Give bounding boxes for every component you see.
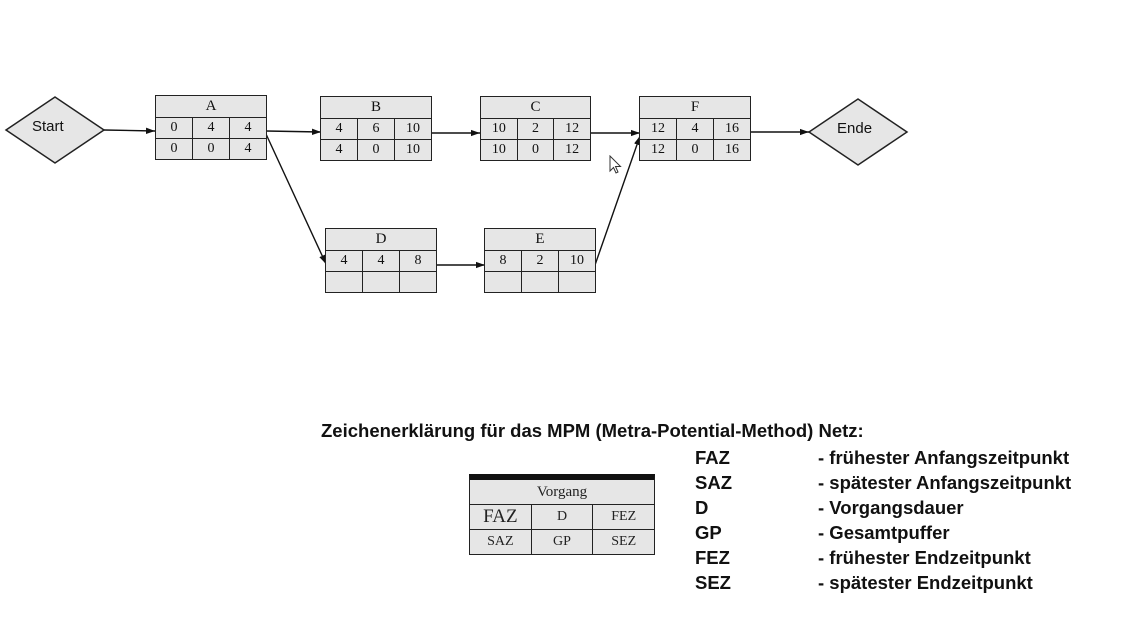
node-name: C xyxy=(481,97,590,119)
sez-cell: 12 xyxy=(553,140,590,160)
faz-cell: 12 xyxy=(651,121,665,136)
d-cell: 4 xyxy=(676,119,713,139)
gp-cell xyxy=(362,272,399,292)
d-cell: 4 xyxy=(362,251,399,271)
legend-faz-cell: FAZ xyxy=(483,506,518,527)
legend-desc: - frühester Anfangszeitpunkt xyxy=(818,447,1070,468)
fez-cell: 12 xyxy=(553,119,590,139)
legend-sez-cell: SEZ xyxy=(592,530,654,554)
faz-cell: 4 xyxy=(340,253,348,268)
end-label: Ende xyxy=(837,120,873,137)
legend-desc: - frühester Endzeitpunkt xyxy=(818,547,1031,568)
legend-desc: - Vorgangsdauer xyxy=(818,497,964,518)
legend-node-name: Vorgang xyxy=(470,480,654,505)
legend-abbr: FEZ xyxy=(695,547,730,568)
legend-d-cell: D xyxy=(530,505,593,529)
node-name: D xyxy=(326,229,436,251)
fez-cell: 16 xyxy=(713,119,750,139)
legend-title: Zeichenerklärung für das MPM (Metra-Pote… xyxy=(321,420,864,441)
gp-cell: 0 xyxy=(192,139,229,159)
fez-cell: 8 xyxy=(399,251,436,271)
gp-cell: 0 xyxy=(676,140,713,160)
saz-cell xyxy=(485,272,521,292)
legend-abbr: D xyxy=(695,497,709,518)
sez-cell: 16 xyxy=(713,140,750,160)
faz-cell: 4 xyxy=(335,121,343,136)
fez-cell: 10 xyxy=(558,251,595,271)
fez-cell: 4 xyxy=(229,118,266,138)
sez-cell: 10 xyxy=(394,140,431,160)
end-diamond xyxy=(807,98,909,166)
start-label: Start xyxy=(32,118,64,135)
sez-cell xyxy=(558,272,595,292)
legend-abbr: SEZ xyxy=(695,572,731,593)
faz-cell: 10 xyxy=(491,121,506,136)
saz-cell: 10 xyxy=(491,142,506,157)
edge-a-d xyxy=(265,133,327,265)
gp-cell: 0 xyxy=(516,140,554,160)
legend-saz-cell: SAZ xyxy=(487,534,514,549)
d-cell: 4 xyxy=(192,118,229,138)
faz-cell: 0 xyxy=(170,120,178,135)
mouse-pointer-icon xyxy=(609,155,622,174)
saz-cell xyxy=(326,272,362,292)
legend-fez-cell: FEZ xyxy=(592,505,654,529)
d-cell: 2 xyxy=(521,251,558,271)
legend-desc: - Gesamtpuffer xyxy=(818,522,950,543)
node-name: F xyxy=(640,97,750,119)
d-cell: 6 xyxy=(357,119,394,139)
node-name: A xyxy=(156,96,266,118)
node-name: B xyxy=(321,97,431,119)
edge-start-a xyxy=(103,127,156,134)
edge-a-b xyxy=(265,128,322,135)
sez-cell xyxy=(399,272,436,292)
legend-abbr: FAZ xyxy=(695,447,730,468)
fez-cell: 10 xyxy=(394,119,431,139)
node-name: E xyxy=(485,229,595,251)
faz-cell: 8 xyxy=(499,253,507,268)
legend-abbr: SAZ xyxy=(695,472,732,493)
saz-cell: 4 xyxy=(335,142,343,157)
saz-cell: 0 xyxy=(170,141,178,156)
legend-desc: - spätester Anfangszeitpunkt xyxy=(818,472,1072,493)
legend-desc: - spätester Endzeitpunkt xyxy=(818,572,1033,593)
legend-gp-cell: GP xyxy=(530,530,593,554)
d-cell: 2 xyxy=(516,119,554,139)
edge-e-f xyxy=(594,135,641,266)
saz-cell: 12 xyxy=(651,142,665,157)
gp-cell xyxy=(521,272,558,292)
legend-node-template: Vorgang FAZ D FEZ SAZ GP SEZ xyxy=(469,474,655,555)
gp-cell: 0 xyxy=(357,140,394,160)
sez-cell: 4 xyxy=(229,139,266,159)
legend-abbr: GP xyxy=(695,522,722,543)
